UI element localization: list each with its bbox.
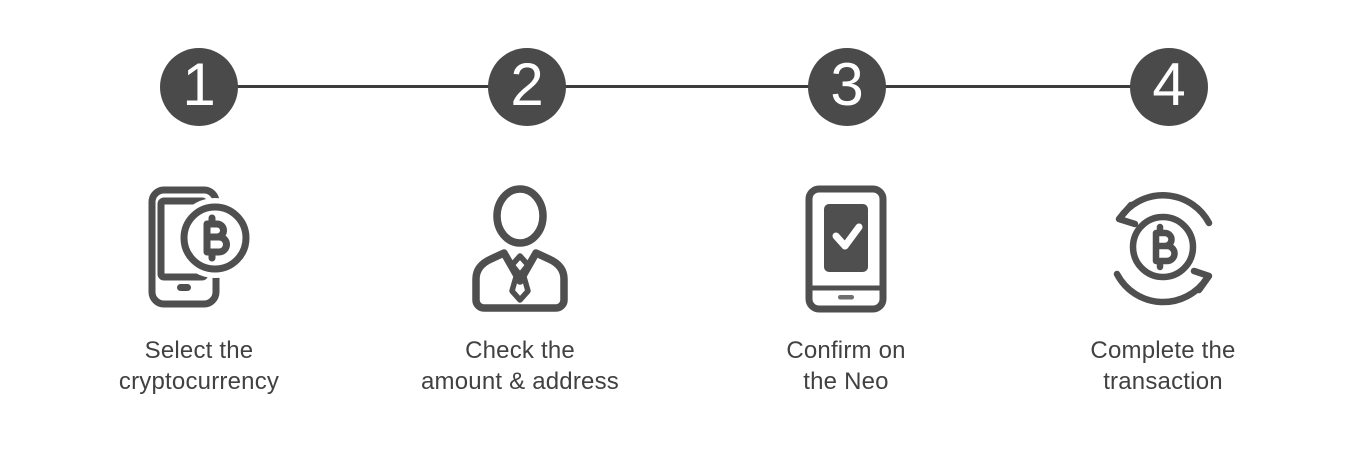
step-2-badge: 2: [488, 48, 566, 126]
businessman-icon: [455, 184, 585, 314]
step-4-caption-line-2: transaction: [1103, 368, 1223, 395]
step-1-number: 1: [182, 51, 216, 118]
step-4-column: Complete the transaction: [1013, 184, 1313, 397]
step-4-badge: 4: [1130, 48, 1208, 126]
step-2-caption-line-1: Check the: [465, 337, 575, 364]
step-3-caption-line-2: the Neo: [803, 368, 889, 395]
connector-line-1-2: [236, 85, 490, 88]
bitcoin-exchange-arrows-icon: [1098, 184, 1228, 314]
device-brand-mark: [838, 295, 854, 300]
connector-line-2-3: [564, 85, 810, 88]
step-1-caption: Select the cryptocurrency: [119, 335, 279, 397]
step-1-caption-line-1: Select the: [144, 337, 254, 364]
step-2-caption-line-2: amount & address: [421, 368, 619, 395]
step-3-caption-line-1: Confirm on: [786, 337, 906, 364]
step-3-number: 3: [830, 51, 864, 118]
step-3-badge: 3: [808, 48, 886, 126]
step-1-column: Select the cryptocurrency: [49, 184, 349, 397]
step-2-number: 2: [510, 51, 544, 118]
step-1-badge: 1: [160, 48, 238, 126]
step-3-column: Confirm on the Neo: [696, 184, 996, 397]
step-1-caption-line-2: cryptocurrency: [118, 368, 280, 395]
step-2-caption: Check the amount & address: [421, 335, 619, 397]
step-4-number: 4: [1152, 51, 1186, 118]
smartphone-bitcoin-icon: [134, 184, 264, 314]
step-2-column: Check the amount & address: [370, 184, 670, 397]
connector-line-3-4: [884, 85, 1132, 88]
hardware-wallet-confirm-icon: [781, 184, 911, 314]
step-4-caption-line-1: Complete the: [1090, 337, 1236, 364]
step-3-caption: Confirm on the Neo: [786, 335, 905, 397]
step-4-caption: Complete the transaction: [1090, 335, 1235, 397]
